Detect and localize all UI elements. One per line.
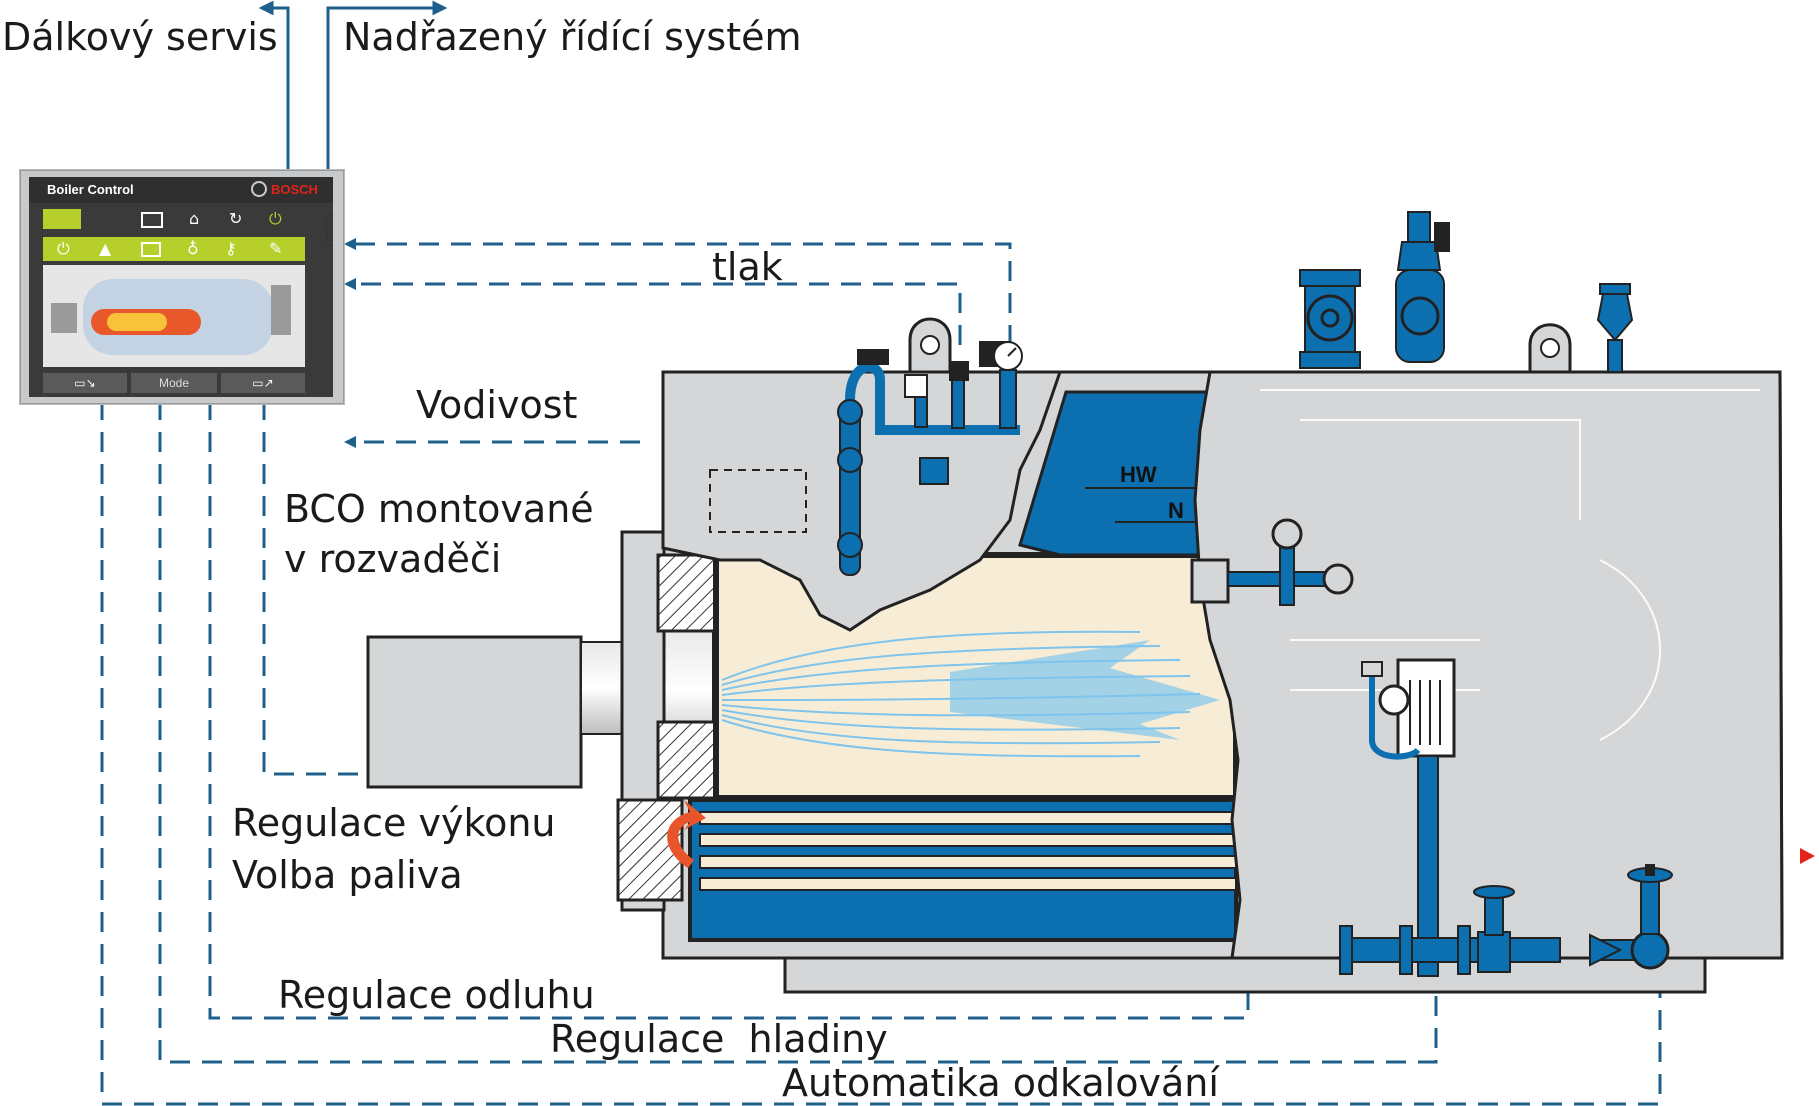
label-power-control: Regulace výkonu [232,801,556,845]
label-auto-desludging: Automatika odkalování [782,1061,1219,1105]
safety-valve [1395,211,1450,363]
mode-button[interactable]: Mode [131,373,217,393]
cutaway-left [661,370,1063,632]
home-icon[interactable]: ⌂ [189,209,200,228]
wrench-icon[interactable]: ✎ [269,239,283,258]
pressure-line-1 [350,242,1012,345]
panel-screen: ⌂ ↻ ⏻ ⏻ ▲ ♁ ⚷ ✎ ▭↘ Mode ▭↗ [29,203,333,397]
label-bco-line2: v rozvaděči [284,537,502,581]
conductivity-sensor [919,457,949,485]
panel-brand: BOSCH [271,182,318,197]
monitor-icon[interactable] [141,242,161,257]
bottom-pipe [1339,885,1561,975]
screen-boiler-image [43,265,305,367]
label-blowdown-control: Regulace odluhu [278,973,595,1017]
boiler-control-panel: Boiler Control BOSCH ⌂ ↻ ⏻ ⏻ ▲ ♁ ⚷ ✎ [20,170,344,404]
label-master-control: Nadřazený řídící systém [343,15,802,59]
screen-green-row: ⏻ ▲ ♁ ⚷ ✎ [43,237,305,261]
service-icon[interactable]: ♁ [187,239,199,258]
power-control-line [262,400,360,776]
junction-box [709,469,807,533]
print-icon[interactable] [141,212,163,228]
desludging-line [100,400,1662,1106]
label-pressure: tlak [712,245,783,289]
air-vent-valve [1596,283,1634,373]
flue-turn-arrow [667,800,706,868]
key-icon[interactable]: ⚷ [225,239,237,258]
screen-top-row: ⌂ ↻ ⏻ [43,209,333,231]
label-level-control: Regulace hladiny [550,1017,888,1061]
label-hw: HW [1120,462,1157,487]
label-fuel-selection: Volba paliva [232,853,463,897]
pressure-line-2 [350,282,962,345]
top-eye-bolt-right [1528,323,1572,374]
panel-header: Boiler Control BOSCH [29,177,333,203]
refresh-icon[interactable]: ↻ [229,209,243,228]
label-remote-service: Dálkový servis [2,15,278,59]
power-icon-top[interactable]: ⏻ [269,209,282,228]
water-space [1018,390,1212,557]
blowdown-line [208,400,1250,1020]
level-control-line [158,400,1438,1064]
rear-marker [1800,848,1815,864]
burner-body [366,635,583,789]
signal-arrowheads [344,238,356,448]
grid-icon[interactable] [43,209,81,229]
power-icon[interactable]: ⏻ [57,239,70,258]
signal-lines [100,242,1662,1106]
level-indicator [837,349,1020,576]
flame-tip [950,640,1220,740]
panel-title: Boiler Control [47,182,134,197]
label-nw: N [1168,498,1184,523]
screen-bottom-row: ▭↘ Mode ▭↗ [43,373,305,393]
bosch-logo-icon [251,181,267,197]
internal-outlines [1260,389,1760,741]
warning-icon[interactable]: ▲ [99,239,112,258]
pressure-sensors [904,341,1023,429]
screen-prev-button[interactable]: ▭↘ [43,373,127,393]
remote-service-line [258,0,290,170]
master-control-line [326,0,448,170]
label-conductivity: Vodivost [416,383,578,427]
main-steam-valve [1299,269,1361,369]
level-control-unit [1361,658,1456,977]
screen-next-button[interactable]: ▭↗ [221,373,305,393]
top-eye-bolt-left [908,317,952,374]
smoke-tubes [688,798,1238,942]
touch-label: TOUCH [323,211,334,247]
blowdown-valve-cluster [1190,518,1354,606]
label-bco-line1: BCO montované [284,487,594,531]
desludging-valve [1589,864,1673,970]
cutaway-right [1193,370,1784,960]
